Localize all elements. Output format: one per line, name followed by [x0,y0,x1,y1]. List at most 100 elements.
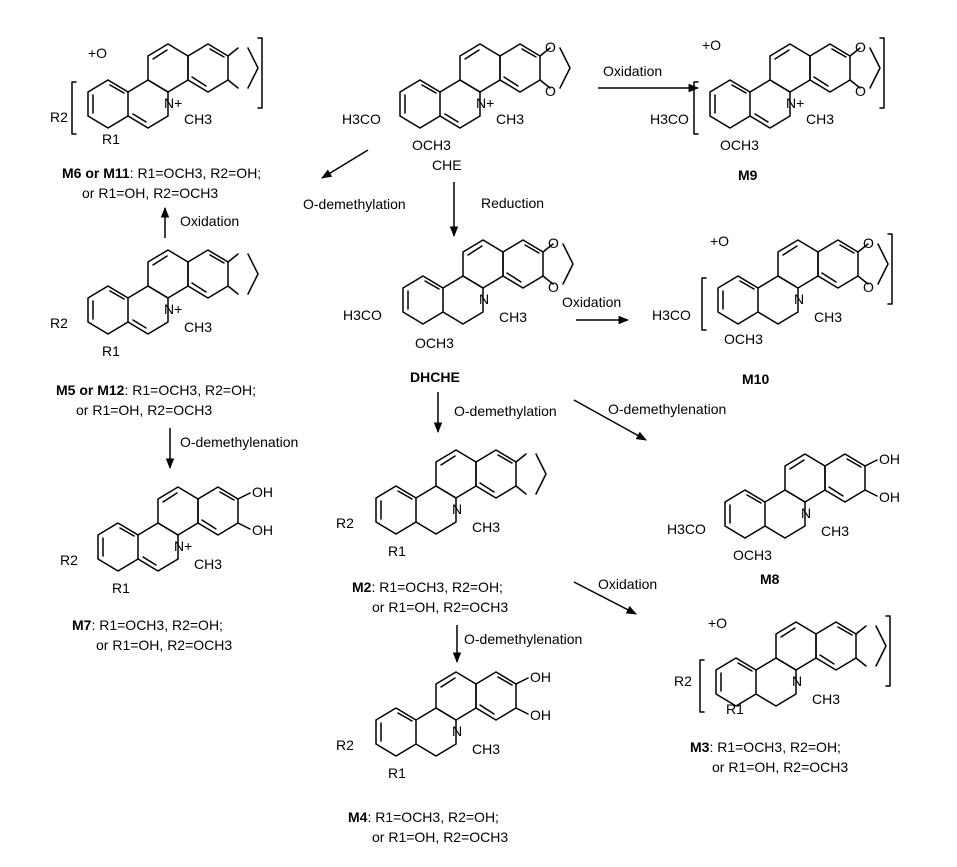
m6-m11-caption-2: or R1=OH, R2=OCH3 [82,185,218,201]
m10-n: N [794,291,804,307]
label-dhche-to-m10: Oxidation [562,294,621,310]
che-ch3: CH3 [496,111,524,127]
m5-r2: R2 [50,315,68,331]
m4-structure: OH OH N CH3 R2 R1 [336,669,551,781]
m10-o1: O [863,235,874,251]
arrow-m2-to-m3 [573,581,637,615]
m7-r2: R2 [60,552,78,568]
m7-ch3: CH3 [194,556,222,572]
m6-n: N+ [164,95,182,111]
m5-m12-structure: N+ CH3 R2 R1 [50,249,259,359]
che-h3co: H3CO [342,111,381,127]
m10-o2: O [863,279,874,295]
m3-n: N [792,673,802,689]
m8-h3co: H3CO [667,521,706,537]
che-label: CHE [432,157,462,173]
m10-oxo: +O [710,233,729,249]
m9-oxo: +O [702,37,721,53]
m9-label: M9 [738,167,758,183]
m8-n: N [801,505,811,521]
label-che-to-dhche: Reduction [481,195,544,211]
m9-ch3: CH3 [806,111,834,127]
m2-caption-1: M2: R1=OCH3, R2=OH; [352,579,503,595]
dhche-h3co: H3CO [343,307,382,323]
label-m2-to-m4: O-demethylenation [464,631,582,647]
m6-r1: R1 [102,131,120,147]
m10-och3: OCH3 [724,331,763,347]
arrow-che-to-m5 [321,149,369,179]
dhche-ch3: CH3 [499,309,527,325]
m8-ch3: CH3 [821,523,849,539]
m7-r1: R1 [112,580,130,596]
m6-oxo: +O [88,45,107,61]
m2-r2: R2 [336,515,354,531]
m4-oh2: OH [530,707,551,723]
label-m2-to-m3: Oxidation [598,576,657,592]
m7-structure: OH OH N+ CH3 R2 R1 [60,484,273,596]
m3-caption-1: M3: R1=OCH3, R2=OH; [690,739,841,755]
m4-n: N [452,723,462,739]
m4-r2: R2 [336,737,354,753]
m9-o1: O [855,39,866,55]
arrow-dhche-to-m8 [573,399,647,441]
dhche-o1: O [548,235,559,251]
dhche-o2: O [548,279,559,295]
dhche-structure: O O N CH3 H3CO OCH3 [343,235,574,351]
m4-oh1: OH [530,669,551,685]
dhche-och3: OCH3 [415,335,454,351]
m8-structure: OH OH N CH3 H3CO OCH3 [667,451,900,563]
label-m5-to-m7: O-demethylenation [180,434,298,450]
che-o1: O [545,39,556,55]
label-che-to-m9: Oxidation [603,63,662,79]
m9-och3: OCH3 [720,137,759,153]
m2-n: N [452,501,462,517]
m7-oh2: OH [252,522,273,538]
m10-label: M10 [742,371,769,387]
m5-n: N+ [164,301,182,317]
m2-ch3: CH3 [472,519,500,535]
m5-m12-caption-1: M5 or M12: R1=OCH3, R2=OH; [56,382,256,398]
m3-caption-2: or R1=OH, R2=OCH3 [712,759,848,775]
m2-r1: R1 [388,543,406,559]
m3-r1: R1 [726,701,744,717]
m2-caption-2: or R1=OH, R2=OCH3 [372,599,508,615]
che-o2: O [545,83,556,99]
m9-o2: O [855,83,866,99]
m9-structure: +O O O N+ CH3 H3CO OCH3 [650,37,885,153]
m5-m12-caption-2: or R1=OH, R2=OCH3 [76,402,212,418]
m4-r1: R1 [388,765,406,781]
m6-ch3: CH3 [184,111,212,127]
m7-n: N+ [174,538,192,554]
m3-ch3: CH3 [812,691,840,707]
m6-m11-structure: +O N+ CH3 R2 R1 [50,37,263,147]
label-dhche-to-m2: O-demethylation [454,403,557,419]
m10-h3co: H3CO [652,307,691,323]
che-n: N+ [476,95,494,111]
m8-oh2: OH [879,489,900,505]
m7-caption-1: M7: R1=OCH3, R2=OH; [72,617,223,633]
m2-structure: N CH3 R2 R1 [336,449,547,559]
m6-r2: R2 [50,109,68,125]
m7-oh1: OH [252,484,273,500]
che-structure: O O N+ CH3 H3CO OCH3 [342,39,571,153]
m6-m11-caption-1: M6 or M11: R1=OCH3, R2=OH; [62,165,261,181]
m5-ch3: CH3 [184,319,212,335]
m10-ch3: CH3 [814,309,842,325]
label-che-to-m5: O-demethylation [303,196,406,212]
m8-label: M8 [760,571,780,587]
m8-oh1: OH [879,451,900,467]
label-dhche-to-m8: O-demethylenation [608,401,726,417]
m9-h3co: H3CO [650,111,689,127]
m3-r2: R2 [674,673,692,689]
m10-structure: +O O O N CH3 H3CO OCH3 [652,233,893,347]
m3-structure: +O N CH3 R2 R1 [674,615,891,717]
dhche-label: DHCHE [410,369,460,385]
m4-ch3: CH3 [472,741,500,757]
m3-oxo: +O [708,615,727,631]
m7-caption-2: or R1=OH, R2=OCH3 [96,637,232,653]
m4-caption-1: M4: R1=OCH3, R2=OH; [348,809,499,825]
m9-n: N+ [786,95,804,111]
m5-r1: R1 [102,343,120,359]
dhche-n: N [479,291,489,307]
